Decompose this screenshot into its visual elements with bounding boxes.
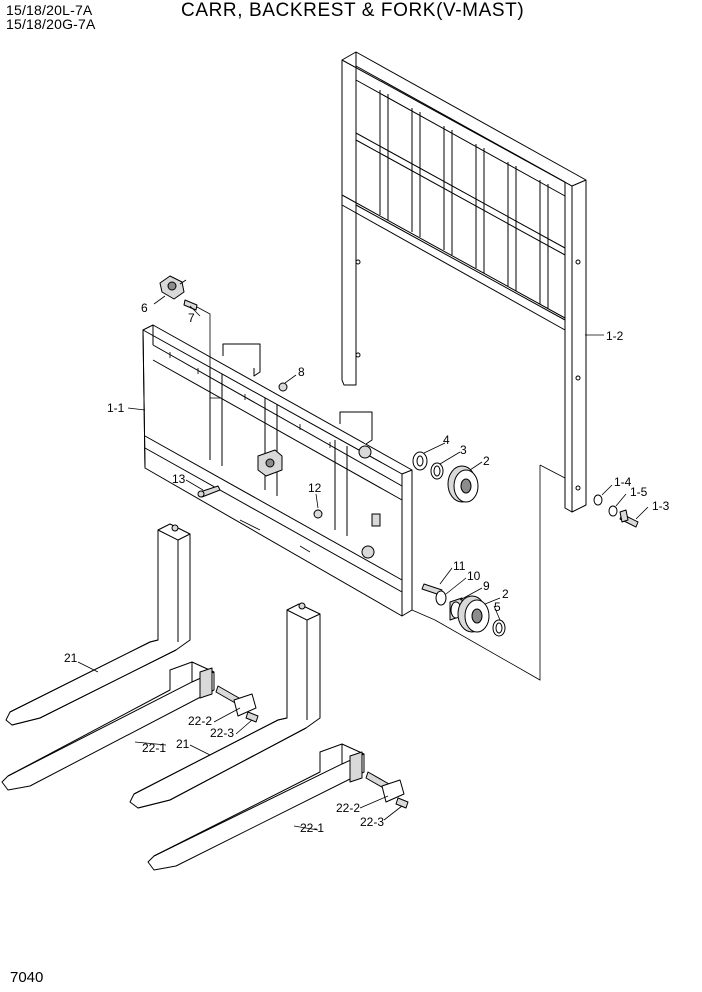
callout-9: 9 <box>483 579 490 593</box>
callout-6: 6 <box>141 301 148 315</box>
callout-1-5: 1-5 <box>630 485 648 499</box>
roller-2-lower[interactable] <box>457 595 490 633</box>
model-line-1: 15/18/20L-7A <box>6 2 93 18</box>
callout-22-3-left: 22-3 <box>210 726 234 740</box>
snap-ring-5[interactable] <box>492 619 506 637</box>
callout-8: 8 <box>298 365 305 379</box>
callout-3: 3 <box>460 443 467 457</box>
ring-10[interactable] <box>435 590 447 606</box>
fork-21-left[interactable] <box>5 523 191 726</box>
callout-21-right: 21 <box>176 737 190 751</box>
callout-1-3: 1-3 <box>652 499 670 513</box>
bolt-1-3[interactable] <box>619 509 639 528</box>
connector-line <box>411 609 436 621</box>
page-title: CARR, BACKREST & FORK(V-MAST) <box>181 0 525 21</box>
callout-22-2-left: 22-2 <box>188 714 212 728</box>
callout-21-left: 21 <box>64 651 78 665</box>
stud-6[interactable] <box>159 275 187 300</box>
callout-2-upper: 2 <box>483 454 490 468</box>
model-line-2: 15/18/20G-7A <box>6 16 96 32</box>
roller-2-upper[interactable] <box>447 465 479 503</box>
fork-extension-22-1-right[interactable] <box>147 743 365 871</box>
callout-22-3-right: 22-3 <box>360 815 384 829</box>
callout-4: 4 <box>443 433 450 447</box>
callout-10: 10 <box>467 569 481 583</box>
backrest[interactable] <box>341 51 587 513</box>
nut-8[interactable] <box>278 382 288 392</box>
page-number: 7040 <box>10 969 44 986</box>
fork-extension-22-1-left[interactable] <box>1 661 215 791</box>
callout-1-4: 1-4 <box>614 475 632 489</box>
callout-5: 5 <box>494 600 501 614</box>
shim-4[interactable] <box>412 451 428 471</box>
callout-13: 13 <box>172 472 186 486</box>
bolt-7[interactable] <box>183 299 220 399</box>
bolt-13[interactable] <box>197 485 221 498</box>
callout-22-2-right: 22-2 <box>336 801 360 815</box>
part-12[interactable] <box>313 509 323 519</box>
callout-7: 7 <box>188 311 195 325</box>
leader-lines <box>77 295 649 831</box>
washer-1-4[interactable] <box>593 494 603 506</box>
bolt-22-3-left[interactable] <box>245 711 259 723</box>
callout-2-lower: 2 <box>502 587 509 601</box>
washer-1-5[interactable] <box>608 505 618 517</box>
bolt-22-3-right[interactable] <box>395 797 409 809</box>
callout-22-1-left: 22-1 <box>142 741 166 755</box>
callout-12: 12 <box>308 481 322 495</box>
callout-22-1-right: 22-1 <box>300 821 324 835</box>
callout-1-2: 1-2 <box>606 329 624 343</box>
callout-1-1: 1-1 <box>107 401 125 415</box>
ring-3[interactable] <box>430 462 444 480</box>
connector-line <box>434 464 566 681</box>
pin-22-2-left[interactable] <box>215 685 257 717</box>
fork-21-right[interactable] <box>129 602 321 809</box>
callout-11: 11 <box>453 559 466 573</box>
